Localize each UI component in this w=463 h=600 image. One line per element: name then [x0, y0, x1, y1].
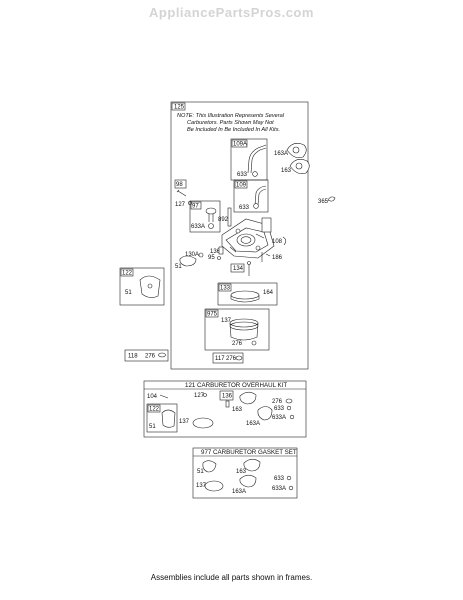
ok-label-163: 163	[232, 407, 243, 413]
label-118: 118	[128, 354, 138, 360]
carburetor-body	[221, 217, 275, 262]
label-130A: 130A	[185, 252, 199, 258]
part-117: 117 276	[212, 352, 244, 364]
label-276-118: 276	[145, 354, 156, 360]
ok-label-122: 122	[149, 407, 160, 413]
label-51-left: 51	[125, 290, 132, 296]
part-134: 134	[230, 261, 251, 276]
label-109: 109	[236, 183, 247, 189]
gs-label-51: 51	[197, 469, 204, 475]
gasket-163A-upper: 163A 163	[274, 143, 310, 174]
part-109A-pipe: 109A 633	[230, 138, 268, 181]
label-186: 186	[272, 255, 283, 261]
label-134: 134	[233, 266, 244, 272]
ok-label-163A: 163A	[246, 421, 260, 427]
label-98: 98	[176, 182, 183, 188]
note-line-2: Carburetors. Parts Shown May Not	[187, 120, 274, 126]
ok-label-633A: 633A	[272, 415, 286, 421]
label-133: 133	[220, 286, 231, 292]
label-164: 164	[263, 290, 274, 296]
ok-label-127: 127	[194, 393, 205, 399]
parts-130A-136-95: 130A 136 95	[185, 246, 224, 261]
part-975-bowl: 975 137 276	[204, 308, 270, 351]
ok-label-136: 136	[222, 394, 233, 400]
label-633A: 633A	[191, 224, 205, 230]
label-109A: 109A	[233, 142, 247, 148]
gasket-set-frame: 977 CARBURETOR GASKET SET 51 163 137 163…	[192, 447, 298, 499]
note-line-1: NOTE: This Illustration Represents Sever…	[177, 113, 285, 119]
part-365: 365	[318, 196, 336, 205]
note-line-3: Be Included In Be Included In All Kits.	[187, 127, 280, 133]
label-127: 127	[175, 202, 186, 208]
part-186: 186	[265, 253, 283, 261]
part-118: 118 276	[124, 349, 169, 362]
label-136: 136	[210, 249, 221, 255]
gasket-set-title: 977 CARBURETOR GASKET SET	[201, 449, 297, 456]
part-122-left: 122 51	[119, 267, 165, 306]
gs-label-163A: 163A	[232, 489, 246, 495]
label-633-b: 633	[239, 205, 250, 211]
label-276-117: 276	[226, 356, 237, 362]
gs-label-137: 137	[196, 483, 207, 489]
label-892: 892	[218, 217, 229, 223]
label-95: 95	[208, 255, 215, 261]
label-97: 97	[192, 204, 199, 210]
frame-id-label: 125	[174, 105, 185, 111]
part-109-box: 109 633	[233, 179, 269, 213]
ok-label-276: 276	[272, 399, 283, 405]
gs-label-633A: 633A	[272, 486, 286, 492]
part-98: 98 127	[174, 179, 192, 208]
gs-label-633: 633	[274, 476, 285, 482]
label-276-main: 276	[232, 341, 243, 347]
overhaul-kit-title: 121 CARBURETOR OVERHAUL KIT	[185, 382, 287, 389]
part-108: 108	[272, 236, 287, 246]
label-975: 975	[207, 312, 218, 318]
ok-label-51: 51	[149, 424, 156, 430]
gasket-51-main: 51	[175, 255, 197, 270]
label-122-left: 122	[122, 271, 133, 277]
label-633-a: 633	[237, 172, 248, 178]
label-365: 365	[318, 199, 329, 205]
ok-label-104: 104	[147, 394, 158, 400]
part-133-bowl: 133 164	[217, 282, 278, 306]
gs-label-163: 163	[236, 469, 247, 475]
main-assembly-frame: 125 NOTE: This Illustration Represents S…	[170, 101, 309, 370]
overhaul-kit-frame: 121 CARBURETOR OVERHAUL KIT 104 127 136 …	[143, 380, 307, 438]
label-108: 108	[272, 239, 283, 245]
site-watermark: AppliancePartsPros.com	[149, 5, 314, 20]
label-51-main: 51	[175, 264, 182, 270]
part-97-needle: 97 633A	[189, 200, 221, 233]
label-117: 117	[215, 356, 225, 362]
label-163A-upper: 163A	[274, 151, 288, 157]
ok-label-137: 137	[179, 419, 190, 425]
label-163-upper: 163	[281, 168, 292, 174]
footer-caption: Assemblies include all parts shown in fr…	[150, 573, 313, 582]
label-137-main: 137	[221, 318, 232, 324]
ok-label-633: 633	[274, 406, 285, 412]
part-892: 892	[218, 207, 232, 227]
